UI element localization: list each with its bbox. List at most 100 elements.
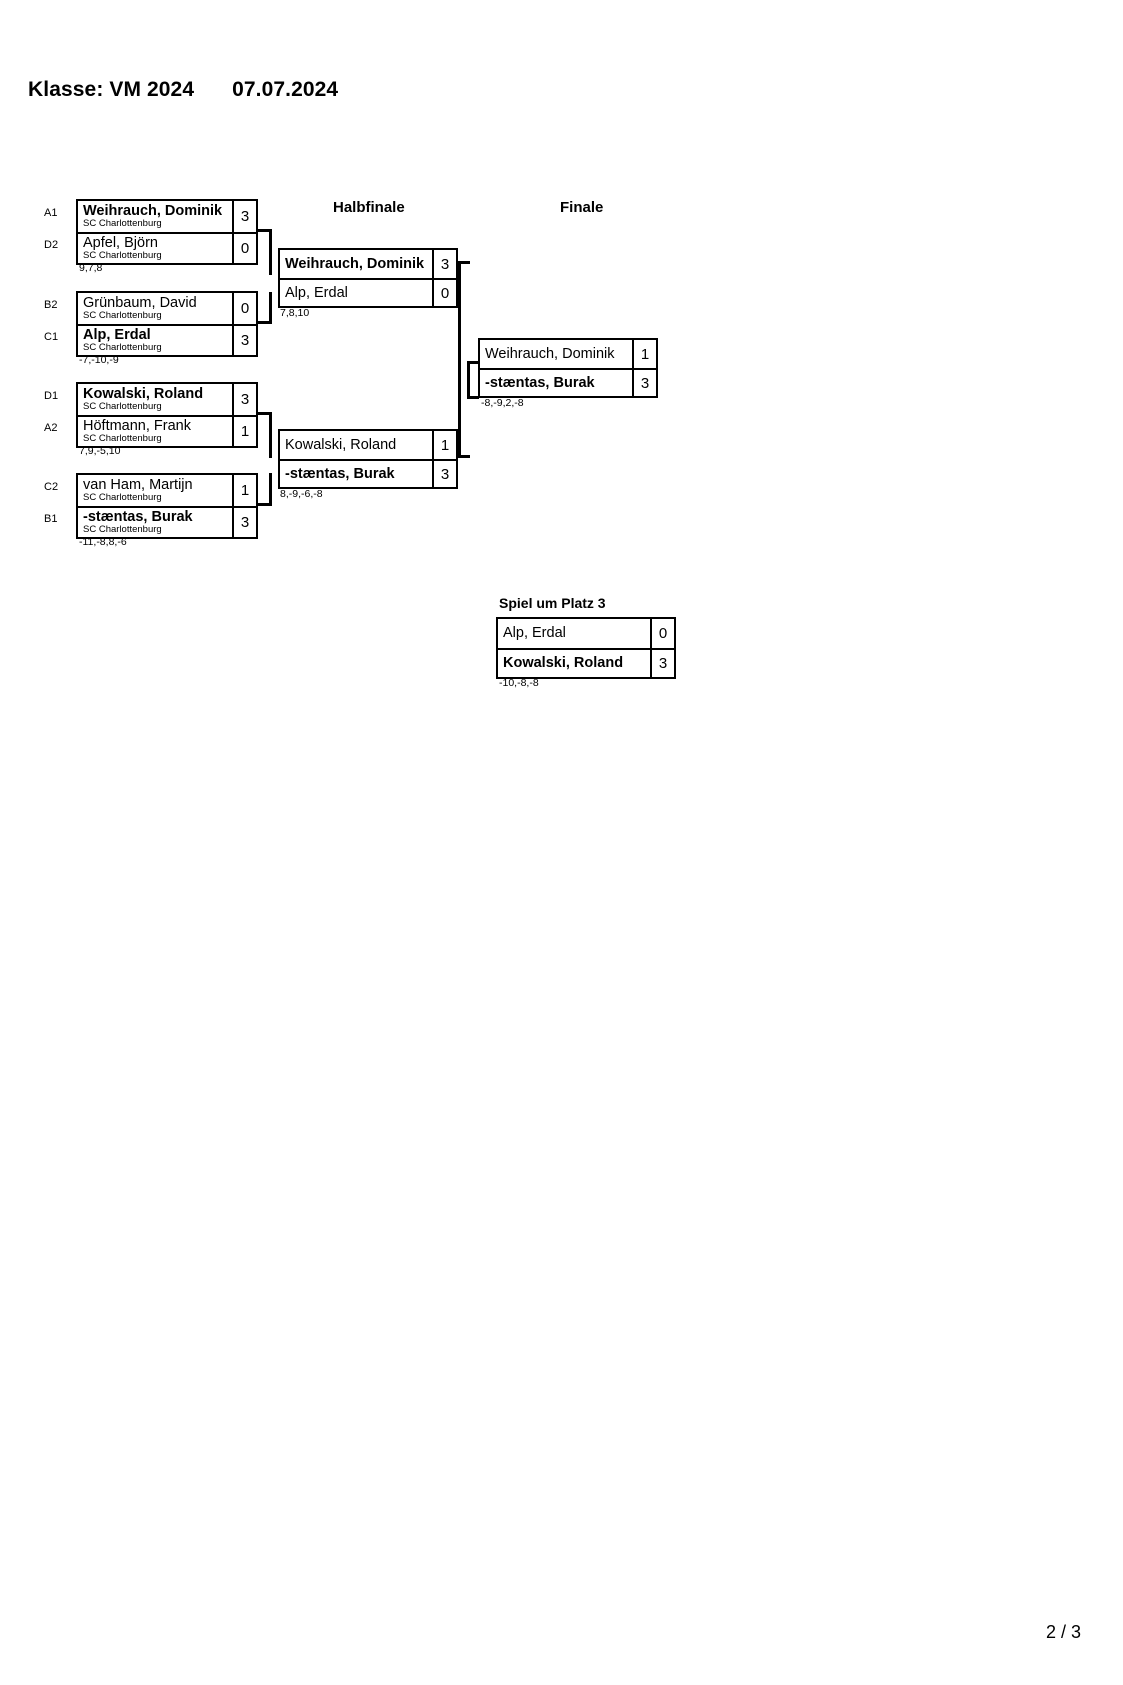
table-row[interactable]: Kowalski, Roland 1 (280, 431, 456, 459)
player-cell: Weihrauch, Dominik SC Charlottenburg (78, 201, 232, 232)
table-row[interactable]: -stæntas, Burak SC Charlottenburg 3 (78, 506, 256, 537)
player-score: 3 (232, 201, 256, 232)
bracket-connector (258, 412, 272, 415)
table-row[interactable]: Höftmann, Frank SC Charlottenburg 1 (78, 415, 256, 446)
table-row[interactable]: -stæntas, Burak 3 (480, 368, 656, 396)
match-semifinal-2[interactable]: Kowalski, Roland 1 -stæntas, Burak 3 (278, 429, 458, 489)
player-club: SC Charlottenburg (83, 524, 162, 535)
player-cell: -stæntas, Burak (480, 370, 632, 396)
table-row[interactable]: Alp, Erdal 0 (280, 278, 456, 306)
player-name: van Ham, Martijn (83, 477, 193, 493)
bracket-connector (269, 412, 272, 458)
section-caption-platz3: Spiel um Platz 3 (499, 595, 606, 611)
player-cell: Apfel, Björn SC Charlottenburg (78, 234, 232, 263)
bracket-connector (258, 503, 272, 506)
player-score: 0 (650, 619, 674, 648)
player-cell: Weihrauch, Dominik (280, 250, 432, 278)
player-score: 1 (632, 340, 656, 368)
player-name: Apfel, Björn (83, 235, 158, 251)
table-row[interactable]: Kowalski, Roland 3 (498, 648, 674, 677)
table-row[interactable]: Weihrauch, Dominik 1 (480, 340, 656, 368)
table-row[interactable]: van Ham, Martijn SC Charlottenburg 1 (78, 475, 256, 506)
player-club: SC Charlottenburg (83, 342, 162, 353)
set-results: 7,9,-5,10 (79, 445, 121, 457)
player-name: Kowalski, Roland (83, 386, 204, 402)
match-final[interactable]: Weihrauch, Dominik 1 -stæntas, Burak 3 (478, 338, 658, 398)
bracket-connector (458, 261, 461, 458)
seed-label-b2: B2 (44, 299, 58, 311)
match-third-place[interactable]: Alp, Erdal 0 Kowalski, Roland 3 (496, 617, 676, 679)
player-cell: Alp, Erdal (280, 280, 432, 306)
player-score: 0 (232, 293, 256, 324)
player-score: 1 (232, 475, 256, 506)
player-name: Alp, Erdal (285, 284, 348, 301)
player-score: 0 (232, 234, 256, 263)
table-row[interactable]: Weihrauch, Dominik SC Charlottenburg 3 (78, 201, 256, 232)
bracket-connector (458, 455, 470, 458)
table-row[interactable]: Alp, Erdal SC Charlottenburg 3 (78, 324, 256, 355)
player-name: Alp, Erdal (503, 625, 566, 641)
set-results: -10,-8,-8 (499, 677, 539, 689)
bracket-connector (467, 396, 479, 399)
player-name: Grünbaum, David (83, 295, 197, 311)
bracket-connector (258, 229, 272, 232)
bracket-connector (458, 261, 470, 264)
set-results: 8,-9,-6,-8 (280, 488, 323, 500)
player-name: Weihrauch, Dominik (485, 345, 615, 362)
player-name: Höftmann, Frank (83, 418, 191, 434)
player-score: 3 (650, 650, 674, 677)
table-row[interactable]: Alp, Erdal 0 (498, 619, 674, 648)
player-cell: Kowalski, Roland (498, 650, 650, 677)
seed-label-d1: D1 (44, 390, 59, 402)
player-cell: Alp, Erdal SC Charlottenburg (78, 326, 232, 355)
player-name: -stæntas, Burak (485, 374, 595, 391)
player-cell: Weihrauch, Dominik (480, 340, 632, 368)
table-row[interactable]: Kowalski, Roland SC Charlottenburg 3 (78, 384, 256, 415)
player-score: 1 (432, 431, 456, 459)
player-club: SC Charlottenburg (83, 492, 162, 503)
player-name: Kowalski, Roland (503, 655, 624, 671)
bracket-connector (269, 229, 272, 275)
player-cell: -stæntas, Burak SC Charlottenburg (78, 508, 232, 537)
page-number: 2 / 3 (1045, 1622, 1081, 1642)
round-caption-halbfinale: Halbfinale (333, 199, 405, 216)
seed-label-c2: C2 (44, 481, 59, 493)
table-row[interactable]: Weihrauch, Dominik 3 (280, 250, 456, 278)
player-club: SC Charlottenburg (83, 433, 162, 444)
player-club: SC Charlottenburg (83, 310, 162, 321)
player-cell: -stæntas, Burak (280, 461, 432, 487)
seed-label-b1: B1 (44, 513, 58, 525)
player-club: SC Charlottenburg (83, 250, 162, 261)
player-cell: Kowalski, Roland SC Charlottenburg (78, 384, 232, 415)
match-quarterfinal-2[interactable]: Grünbaum, David SC Charlottenburg 0 Alp,… (76, 291, 258, 357)
match-quarterfinal-4[interactable]: van Ham, Martijn SC Charlottenburg 1 -st… (76, 473, 258, 539)
table-row[interactable]: -stæntas, Burak 3 (280, 459, 456, 487)
player-name: Alp, Erdal (83, 327, 151, 343)
player-club: SC Charlottenburg (83, 401, 162, 412)
match-quarterfinal-1[interactable]: Weihrauch, Dominik SC Charlottenburg 3 A… (76, 199, 258, 265)
bracket-connector (467, 361, 479, 364)
set-results: -7,-10,-9 (79, 354, 119, 366)
player-cell: Grünbaum, David SC Charlottenburg (78, 293, 232, 324)
player-score: 3 (632, 370, 656, 396)
player-cell: Kowalski, Roland (280, 431, 432, 459)
player-score: 3 (432, 461, 456, 487)
player-cell: Alp, Erdal (498, 619, 650, 648)
player-name: -stæntas, Burak (285, 465, 395, 482)
table-row[interactable]: Grünbaum, David SC Charlottenburg 0 (78, 293, 256, 324)
bracket-connector (258, 321, 272, 324)
player-name: Weihrauch, Dominik (83, 203, 223, 219)
player-club: SC Charlottenburg (83, 218, 162, 229)
klasse-title: Klasse: VM 2024 (28, 78, 195, 101)
match-quarterfinal-3[interactable]: Kowalski, Roland SC Charlottenburg 3 Höf… (76, 382, 258, 448)
seed-label-a2: A2 (44, 422, 58, 434)
player-score: 3 (232, 384, 256, 415)
bracket-connector (269, 473, 272, 506)
match-semifinal-1[interactable]: Weihrauch, Dominik 3 Alp, Erdal 0 (278, 248, 458, 308)
seed-label-c1: C1 (44, 331, 59, 343)
set-results: 9,7,8 (79, 262, 103, 274)
table-row[interactable]: Apfel, Björn SC Charlottenburg 0 (78, 232, 256, 263)
bracket-connector (467, 361, 470, 399)
set-results: -8,-9,2,-8 (481, 397, 524, 409)
